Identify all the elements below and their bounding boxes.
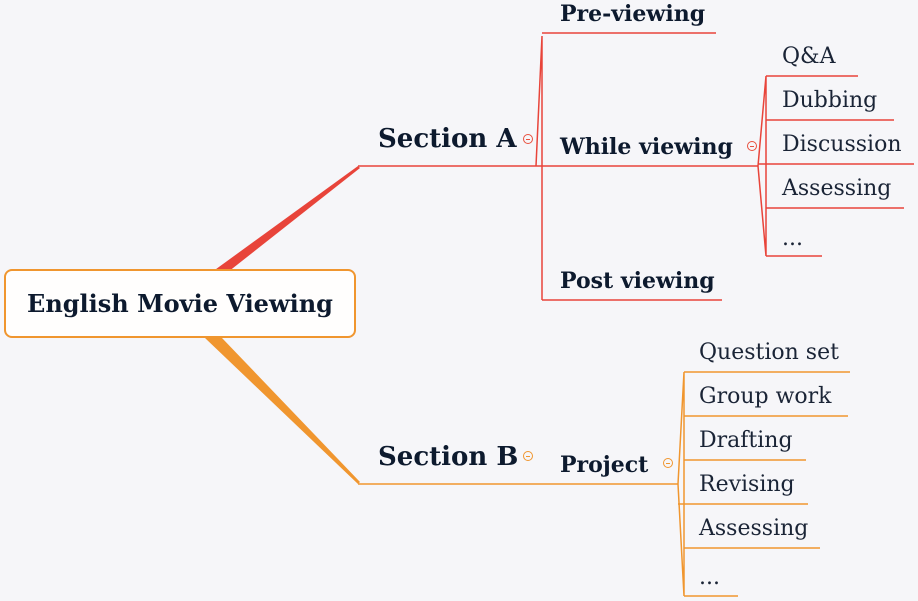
pre-viewing-node[interactable]: Pre-viewing	[560, 1, 706, 27]
leaf-dubbing[interactable]: Dubbing	[782, 88, 878, 113]
leaf-drafting[interactable]: Drafting	[699, 428, 793, 453]
section-a-node[interactable]: Section A	[378, 124, 517, 154]
leaf-group-work[interactable]: Group work	[699, 384, 832, 409]
root-node[interactable]: English Movie Viewing	[4, 269, 356, 338]
collapse-toggle-icon[interactable]	[747, 141, 757, 151]
section-a-trunk	[535, 35, 543, 300]
leaf-more[interactable]: ...	[699, 565, 720, 590]
leaf-assessing[interactable]: Assessing	[782, 176, 892, 201]
leaf-more[interactable]: ...	[782, 226, 803, 251]
leaf-question-set[interactable]: Question set	[699, 340, 839, 365]
leaf-revising[interactable]: Revising	[699, 472, 795, 497]
leaf-discussion[interactable]: Discussion	[782, 132, 902, 157]
post-viewing-node[interactable]: Post viewing	[560, 268, 715, 294]
section-b-node[interactable]: Section B	[378, 442, 519, 472]
collapse-toggle-icon[interactable]	[523, 451, 533, 461]
collapse-toggle-icon[interactable]	[523, 134, 533, 144]
leaf-assessing[interactable]: Assessing	[699, 516, 809, 541]
while-viewing-node[interactable]: While viewing	[560, 134, 733, 160]
while-viewing-trunk	[757, 75, 767, 257]
root-node-label: English Movie Viewing	[27, 289, 333, 318]
link-root-section-b	[205, 338, 360, 484]
project-node[interactable]: Project	[560, 452, 649, 478]
link-root-section-a	[212, 166, 360, 272]
project-trunk	[677, 371, 685, 597]
collapse-toggle-icon[interactable]	[663, 458, 673, 468]
leaf-qa[interactable]: Q&A	[782, 44, 836, 69]
